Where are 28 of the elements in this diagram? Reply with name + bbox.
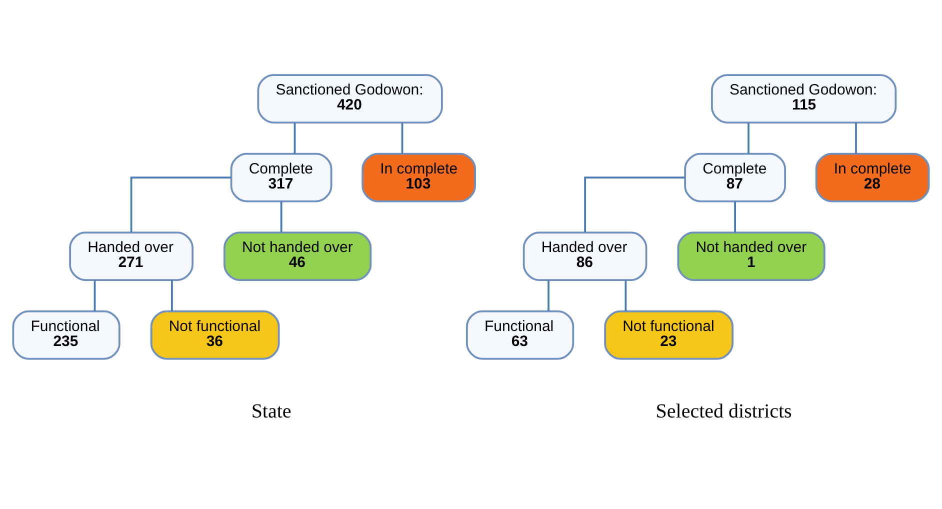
node-box: Not functional 23 — [604, 310, 734, 360]
connector — [748, 122, 750, 154]
connector — [401, 122, 404, 154]
node-box: Functional 235 — [12, 310, 120, 360]
node-box: In complete 28 — [815, 152, 930, 202]
node-box: Not functional 36 — [150, 310, 280, 360]
node-box: Not handed over 46 — [224, 231, 372, 280]
connector — [548, 280, 550, 311]
label: Selected districts — [656, 400, 792, 422]
connector — [171, 280, 173, 311]
label: State — [251, 400, 292, 422]
connector — [734, 201, 736, 232]
node-box: Complete 317 — [230, 152, 332, 202]
connector — [855, 122, 857, 154]
connector — [130, 176, 231, 232]
node-box: Handed over 271 — [69, 231, 194, 280]
node-box: Sanctioned Godowon: 115 — [711, 74, 897, 123]
node-box: In complete 103 — [362, 152, 476, 202]
node-box: Sanctioned Godowon: 420 — [257, 74, 443, 123]
connector — [94, 280, 96, 311]
node-box: Complete 87 — [684, 152, 786, 202]
connector — [280, 201, 282, 232]
connector — [584, 176, 685, 232]
connector — [624, 280, 627, 311]
node-box: Handed over 86 — [522, 231, 648, 280]
node-box: Not handed over 1 — [677, 231, 826, 280]
node-box: Functional 63 — [466, 310, 574, 360]
connector — [294, 122, 296, 154]
